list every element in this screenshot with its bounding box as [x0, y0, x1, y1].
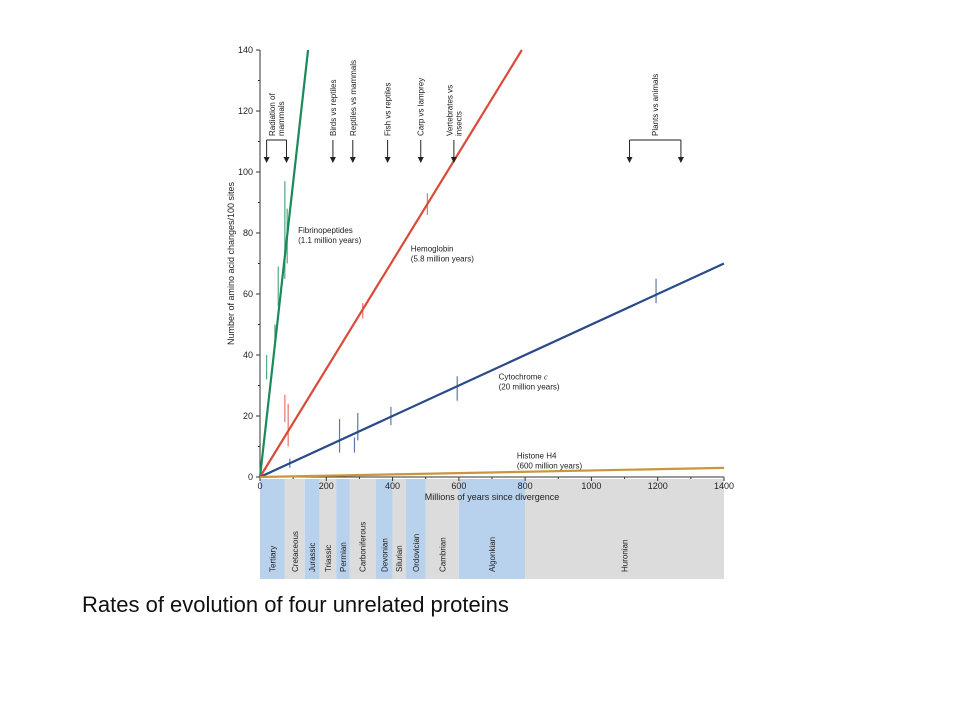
series-label: Fibrinopeptides — [298, 226, 353, 235]
period-block-algonkian — [458, 479, 526, 579]
series-hemoglobin: Hemoglobin(5.8 million years) — [259, 49, 523, 478]
period-block-permian — [336, 479, 350, 579]
y-tick-label: 100 — [238, 167, 253, 177]
y-tick-label: 0 — [248, 472, 253, 482]
period-block-huronian — [525, 479, 724, 579]
y-tick-label: 60 — [243, 289, 253, 299]
x-tick-label: 1200 — [648, 481, 668, 491]
annotation-label: Vertebrates vs — [445, 85, 454, 136]
series-label: (5.8 million years) — [411, 254, 474, 263]
annotation-label: Birds vs reptiles — [329, 80, 338, 136]
period-block-cretaceous — [284, 479, 305, 579]
x-tick-label: 1000 — [581, 481, 601, 491]
period-label: Carboniferous — [359, 522, 368, 572]
annotation-label: Carp vs lamprey — [417, 78, 426, 136]
series-line-hemoglobin — [259, 49, 523, 478]
y-tick-label: 120 — [238, 106, 253, 116]
series-line-histone-h4 — [259, 466, 725, 479]
annotation-arrow-head — [384, 157, 391, 163]
series-cytochrome-c: Cytochrome c(20 million years) — [259, 262, 725, 478]
period-block-jurassic — [304, 479, 320, 579]
period-label: Cambrian — [438, 537, 447, 572]
period-label: Permian — [339, 542, 348, 572]
series-label: Hemoglobin — [411, 244, 454, 253]
divergence-annotation: Birds vs reptiles — [329, 80, 338, 163]
series-label: (600 million years) — [517, 462, 583, 471]
period-block-tertiary — [260, 479, 285, 579]
series-histone-h4: Histone H4(600 million years) — [259, 452, 725, 479]
period-label: Ordovician — [412, 534, 421, 572]
series-label: (20 million years) — [499, 382, 560, 391]
series-label: Histone H4 — [517, 452, 557, 461]
x-tick-label: 800 — [518, 481, 533, 491]
series-fibrinopeptides: Fibrinopeptides(1.1 million years) — [258, 49, 362, 478]
divergence-annotation: Reptiles vs mammals — [349, 60, 358, 163]
annotation-label: Plants vs animals — [651, 74, 660, 136]
period-block-ordovician — [405, 479, 426, 579]
period-label: Silurian — [395, 545, 404, 572]
y-tick-label: 40 — [243, 350, 253, 360]
period-band: Tertiary Cretaceous Jurassic Triassic Permia… — [260, 479, 724, 579]
series-label: Cytochrome c — [499, 372, 548, 381]
annotation-label: mammals — [277, 101, 286, 136]
annotation-label: insects — [454, 111, 463, 136]
period-block-triassic — [319, 479, 337, 579]
period-block-devonian — [376, 479, 393, 579]
period-label: Devonian — [380, 538, 389, 572]
divergence-annotation: Fish vs reptiles — [384, 83, 393, 163]
annotation-label: Reptiles vs mammals — [349, 60, 358, 136]
period-label: Huronian — [621, 540, 630, 572]
series-line-fibrinopeptides — [258, 49, 310, 478]
x-tick-label: 600 — [451, 481, 466, 491]
x-tick-label: 0 — [257, 481, 262, 491]
divergence-annotation: Plants vs animals — [626, 74, 684, 163]
annotation-label: Fish vs reptiles — [384, 83, 393, 136]
series-label: (1.1 million years) — [298, 236, 361, 245]
period-label: Algonkian — [488, 537, 497, 572]
annotation-arrow-head — [329, 157, 336, 163]
period-block-silurian — [392, 479, 406, 579]
series-line-cytochrome-c — [259, 262, 725, 478]
period-label: Triassic — [324, 545, 333, 572]
x-axis-label: Millions of years since divergence — [425, 492, 560, 502]
chart-caption: Rates of evolution of four unrelated pro… — [82, 592, 509, 617]
annotation-arrow-head — [349, 157, 356, 163]
y-tick-label: 80 — [243, 228, 253, 238]
y-tick-label: 140 — [238, 45, 253, 55]
annotation-arrow-head — [263, 157, 270, 163]
x-tick-label: 200 — [319, 481, 334, 491]
x-tick-label: 1400 — [714, 481, 734, 491]
annotation-arrow-head — [417, 157, 424, 163]
y-axis-label: Number of amino acid changes/100 sites — [226, 181, 236, 345]
divergence-annotation: Carp vs lamprey — [417, 78, 426, 163]
period-label: Cretaceous — [291, 531, 300, 572]
annotation-arrow-head — [450, 157, 457, 163]
period-label: Jurassic — [308, 543, 317, 572]
x-tick-label: 400 — [385, 481, 400, 491]
annotation-arrow-head — [626, 157, 633, 163]
y-tick-label: 20 — [243, 411, 253, 421]
period-label: Tertiary — [268, 546, 277, 572]
period-block-carboniferous — [349, 479, 376, 579]
annotation-arrow-head — [283, 157, 290, 163]
period-block-cambrian — [425, 479, 459, 579]
annotation-label: Radiation of — [268, 93, 277, 136]
annotation-arrow-head — [677, 157, 684, 163]
